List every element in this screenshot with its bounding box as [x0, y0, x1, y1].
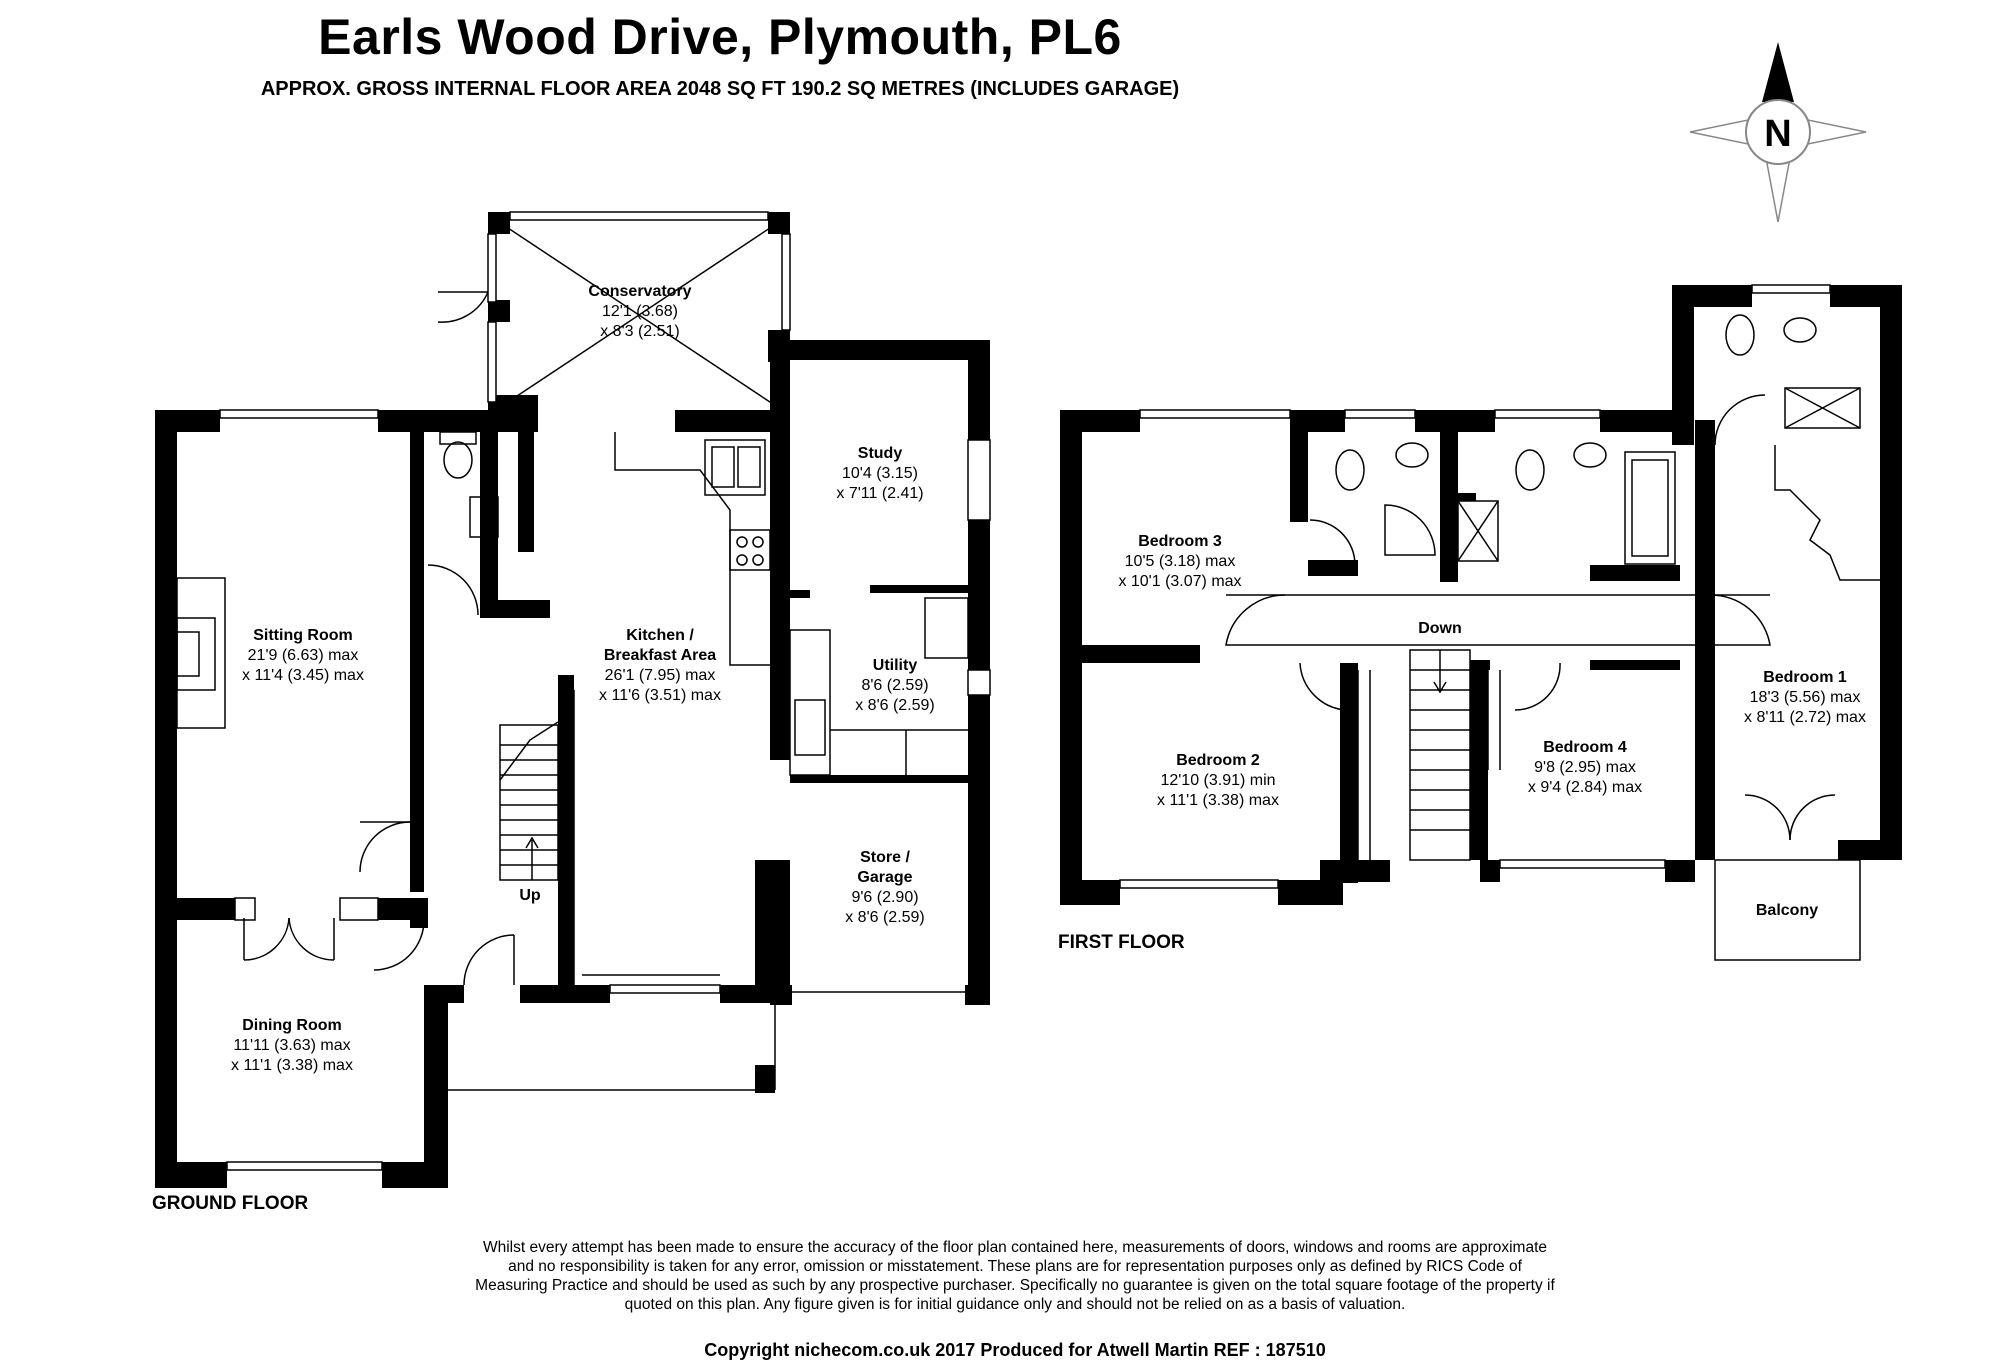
- room-dim-study-2: x 7'11 (2.41): [836, 485, 923, 502]
- room-dim-garage-2: x 8'6 (2.59): [845, 909, 925, 926]
- room-dim-bedroom1-1: 18'3 (5.56) max: [1750, 689, 1861, 706]
- room-name-kitchen-1: Kitchen /: [626, 627, 694, 644]
- room-name-bedroom1: Bedroom 1: [1763, 669, 1847, 686]
- room-dim-bedroom4-1: 9'8 (2.95) max: [1534, 759, 1636, 776]
- room-dim-bedroom3-2: x 10'1 (3.07) max: [1118, 573, 1241, 590]
- room-name-garage-1: Store /: [860, 849, 910, 866]
- room-name-dining: Dining Room: [242, 1017, 342, 1034]
- room-name-conservatory: Conservatory: [588, 283, 691, 300]
- room-dim-utility-1: 8'6 (2.59): [861, 677, 928, 694]
- room-dim-bedroom2-1: 12'10 (3.91) min: [1160, 772, 1275, 789]
- first-floor-details: [1119, 284, 1880, 961]
- room-dim-bedroom1-2: x 8'11 (2.72) max: [1744, 709, 1866, 726]
- room-dim-sitting-1: 21'9 (6.63) max: [248, 647, 359, 664]
- room-dim-conservatory-1: 12'1 (3.68): [602, 303, 678, 320]
- room-name-balcony: Balcony: [1756, 902, 1818, 919]
- first-floor-walls: [1060, 285, 1902, 905]
- room-dim-sitting-2: x 11'4 (3.45) max: [242, 667, 364, 684]
- room-dim-dining-2: x 11'1 (3.38) max: [231, 1057, 353, 1074]
- room-labels: Conservatory 12'1 (3.68) x 8'3 (2.51) St…: [231, 283, 1866, 1074]
- room-dim-study-1: 10'4 (3.15): [842, 465, 918, 482]
- room-dim-kitchen-2: x 11'6 (3.51) max: [599, 687, 721, 704]
- stairs-up-label: Up: [519, 887, 541, 904]
- first-floor-label: FIRST FLOOR: [1058, 932, 1185, 953]
- copyright-line: Copyright nichecom.co.uk 2017 Produced f…: [704, 1340, 1326, 1360]
- room-name-bedroom3: Bedroom 3: [1138, 533, 1222, 550]
- room-name-study: Study: [858, 445, 903, 462]
- compass-letter: N: [1764, 113, 1791, 155]
- ground-floor-label: GROUND FLOOR: [152, 1193, 309, 1214]
- room-name-sitting: Sitting Room: [253, 627, 353, 644]
- room-dim-utility-2: x 8'6 (2.59): [855, 697, 935, 714]
- room-name-bedroom4: Bedroom 4: [1543, 739, 1627, 756]
- room-dim-bedroom3-1: 10'5 (3.18) max: [1125, 553, 1236, 570]
- north-arrow-compass-icon: N: [1689, 42, 1867, 223]
- room-name-bedroom2: Bedroom 2: [1176, 752, 1260, 769]
- room-name-utility: Utility: [873, 657, 918, 674]
- stairs-down-label: Down: [1418, 620, 1462, 637]
- ground-floor-details: [176, 211, 991, 1171]
- floor-area-subtitle: APPROX. GROSS INTERNAL FLOOR AREA 2048 S…: [260, 78, 1180, 100]
- plan-title: Earls Wood Drive, Plymouth, PL6: [318, 9, 1122, 65]
- disclaimer-text: Whilst every attempt has been made to en…: [475, 1239, 1555, 1313]
- room-dim-bedroom4-2: x 9'4 (2.84) max: [1528, 779, 1642, 796]
- room-dim-dining-1: 11'11 (3.63) max: [233, 1037, 350, 1054]
- room-dim-conservatory-2: x 8'3 (2.51): [600, 323, 680, 340]
- room-name-kitchen-2: Breakfast Area: [604, 647, 716, 664]
- room-dim-kitchen-1: 26'1 (7.95) max: [605, 667, 716, 684]
- room-name-garage-2: Garage: [857, 869, 912, 886]
- room-dim-garage-1: 9'6 (2.90): [851, 889, 918, 906]
- room-dim-bedroom2-2: x 11'1 (3.38) max: [1157, 792, 1279, 809]
